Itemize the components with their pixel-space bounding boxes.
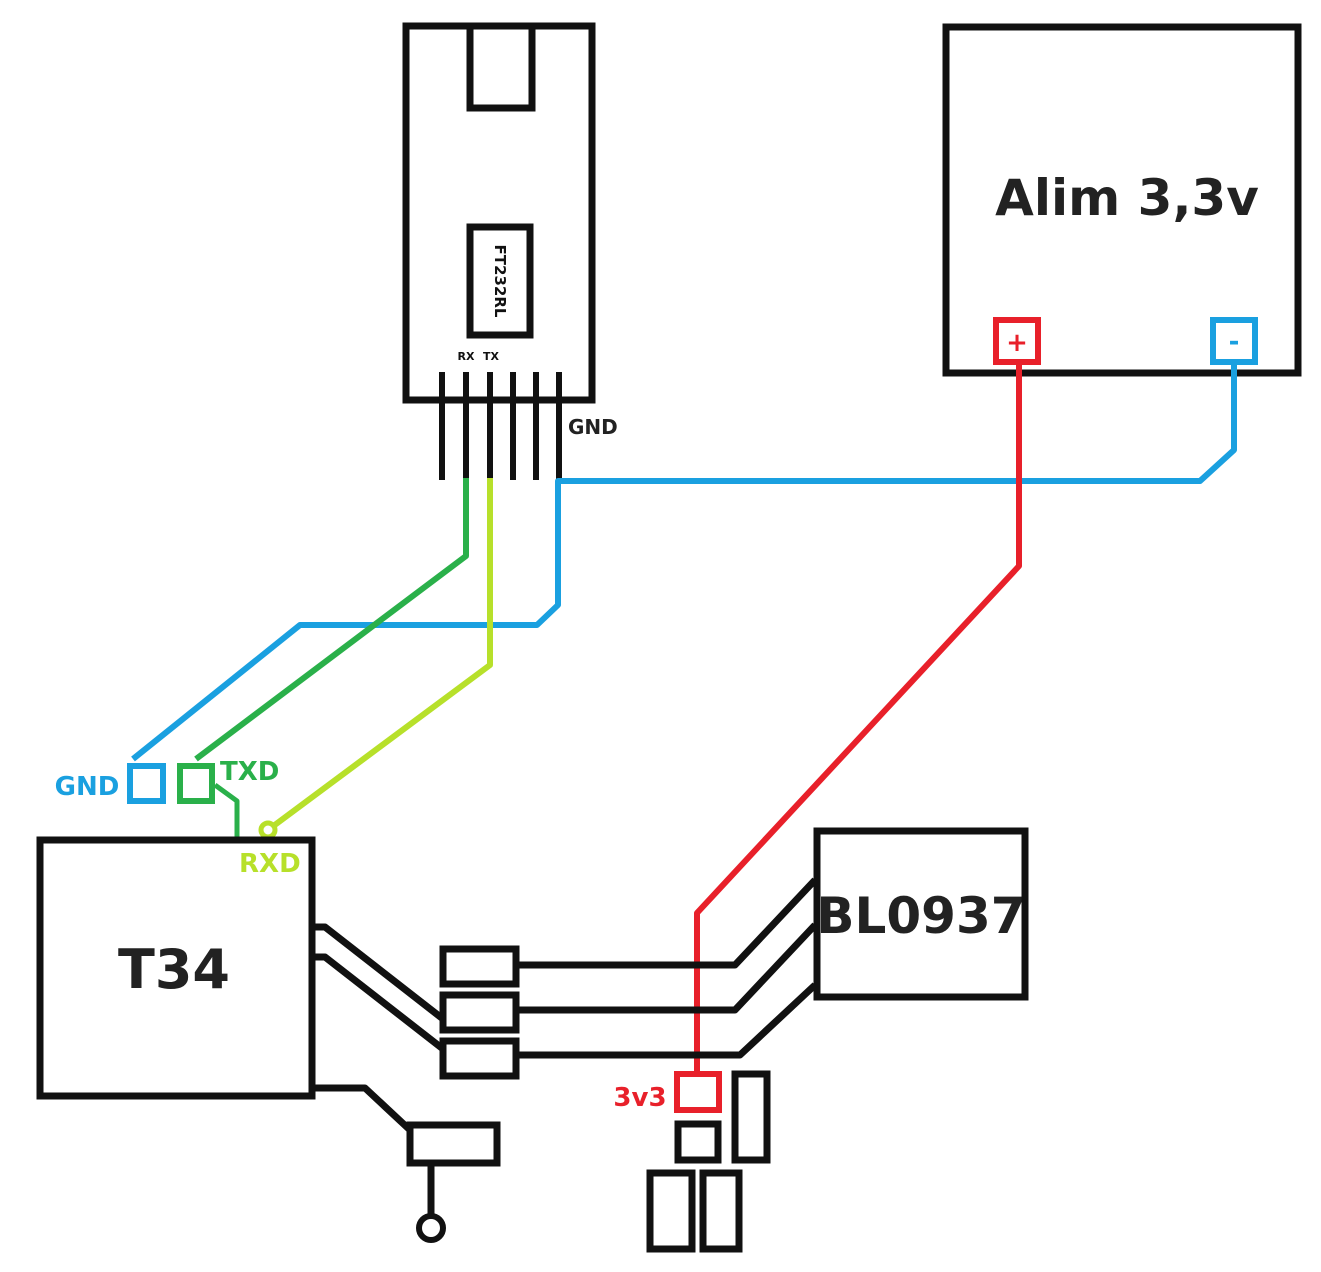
rxd-pad: [258, 820, 278, 840]
t34-gnd-label: GND: [55, 772, 120, 802]
txd-wire: [194, 478, 469, 762]
test-pad: [416, 1213, 446, 1243]
rxd-wire: [266, 478, 493, 833]
ft232-gnd-label: GND: [568, 415, 618, 439]
ft232-chip-label: FT232RL: [491, 245, 509, 318]
power-3v3-label: 3v3: [613, 1083, 666, 1113]
alim-title: Alim 3,3v: [995, 169, 1259, 227]
passive-components: [646, 1070, 771, 1253]
t34-title: T34: [118, 938, 230, 1001]
component-3: [646, 1169, 696, 1253]
resistor-2: [439, 991, 520, 1034]
component-4: [699, 1169, 743, 1253]
t34-module: [36, 836, 316, 1100]
signal-traces: [312, 877, 818, 1216]
t34-gnd-pad: [127, 763, 166, 804]
component-2: [674, 1120, 722, 1164]
resistor-3: [439, 1037, 520, 1080]
resistor-1: [439, 945, 520, 988]
trace-4: [312, 923, 446, 1022]
bl0937-module: [813, 827, 1029, 1001]
gnd-wire: [131, 362, 1237, 762]
txd-to-t34-wire: [213, 782, 240, 842]
t34-txd-label: TXD: [220, 757, 279, 787]
bl0937-title: BL0937: [816, 887, 1025, 945]
trace-3: [518, 982, 818, 1059]
ft232-rx-label: RX: [458, 350, 475, 363]
ft232-header-pins: [439, 372, 562, 480]
ft232-tx-label: TX: [483, 350, 500, 363]
trace-2: [518, 922, 818, 1014]
ft232-module: [402, 22, 596, 404]
power-3v3-pad: [674, 1071, 722, 1113]
resistor-4: [406, 1121, 501, 1167]
ft232-board: [402, 22, 596, 404]
alim-plus-label: +: [1006, 328, 1028, 358]
power-wire: [694, 362, 1022, 1074]
component-1: [731, 1070, 771, 1164]
ft232-chip: [466, 223, 534, 339]
t34-rxd-label: RXD: [239, 849, 301, 879]
resistors: [406, 945, 520, 1167]
alim-box: [942, 23, 1302, 377]
alim-minus-label: -: [1229, 327, 1240, 357]
trace-1: [518, 877, 818, 969]
trace-5: [312, 953, 446, 1052]
t34-txd-pad: [177, 763, 215, 804]
trace-6: [312, 1084, 413, 1133]
usb-connector: [466, 22, 536, 112]
